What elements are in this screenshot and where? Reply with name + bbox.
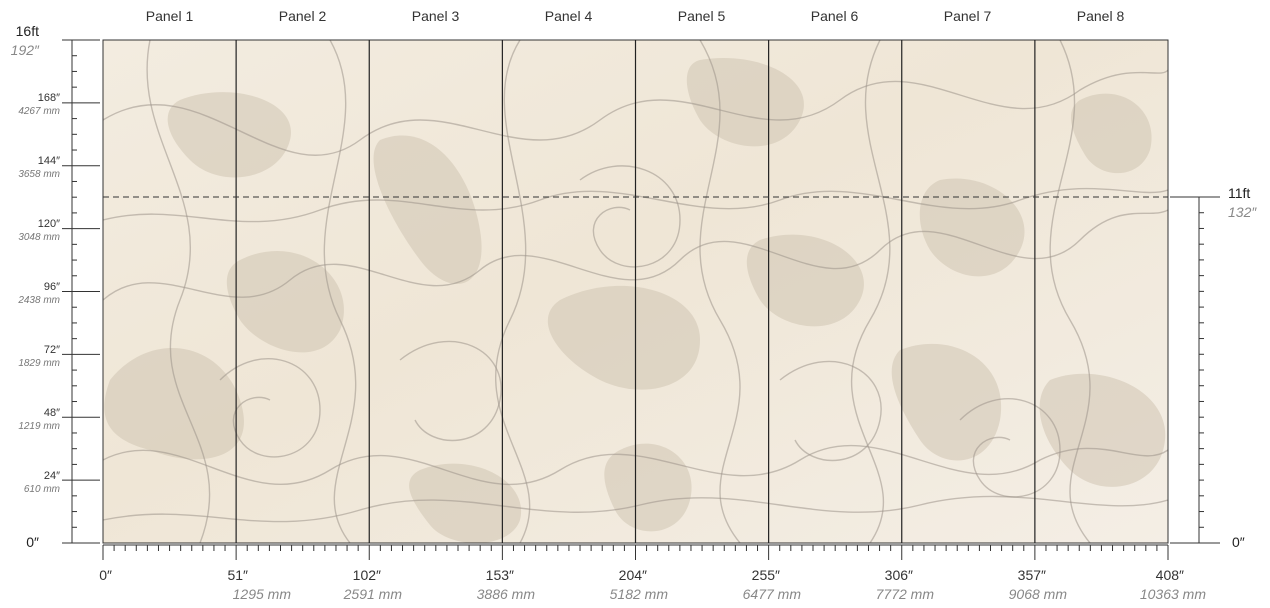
panel-label-8: Panel 8 <box>1076 8 1125 24</box>
bottom-ruler <box>102 544 1169 560</box>
left-tick-in-168: 168″ <box>37 92 60 104</box>
bottom-tick-mm-306: 7772 mm <box>875 586 934 602</box>
panel-label-1: Panel 1 <box>145 8 194 24</box>
panel-label-2: Panel 2 <box>278 8 327 24</box>
bottom-tick-mm-153: 3886 mm <box>476 586 535 602</box>
panel-dividers <box>235 40 1036 543</box>
panel-label-5: Panel 5 <box>677 8 726 24</box>
left-tick-mm-168: 4267 mm <box>18 106 60 117</box>
bottom-tick-in-204: 204″ <box>618 567 647 583</box>
left-tick-in-144: 144″ <box>37 155 60 167</box>
bottom-tick-mm-51: 1295 mm <box>232 586 291 602</box>
panel-label-7: Panel 7 <box>943 8 992 24</box>
left-tick-mm-120: 3048 mm <box>18 232 60 243</box>
left-tick-mm-24: 610 mm <box>23 484 60 495</box>
panel-label-4: Panel 4 <box>544 8 593 24</box>
bottom-tick-in-153: 153″ <box>485 567 514 583</box>
bottom-tick-mm-408: 10363 mm <box>1139 586 1206 602</box>
bottom-tick-in-408: 408″ <box>1155 567 1184 583</box>
panel-label-6: Panel 6 <box>810 8 859 24</box>
left-bottom-label: 0″ <box>26 534 39 550</box>
right-ruler <box>1170 196 1220 544</box>
left-tick-mm-48: 1219 mm <box>18 421 60 432</box>
left-tick-mm-72: 1829 mm <box>18 358 60 369</box>
left-tick-in-96: 96″ <box>43 281 60 293</box>
left-top-inch-label: 192″ <box>10 42 39 58</box>
bottom-tick-mm-204: 5182 mm <box>609 586 668 602</box>
bottom-tick-mm-357: 9068 mm <box>1008 586 1067 602</box>
left-tick-in-48: 48″ <box>43 407 60 419</box>
bottom-tick-in-306: 306″ <box>884 567 913 583</box>
bottom-tick-mm-102: 2591 mm <box>343 586 402 602</box>
left-tick-in-120: 120″ <box>37 218 60 230</box>
bottom-tick-in-255: 255″ <box>751 567 780 583</box>
left-tick-mm-96: 2438 mm <box>18 295 60 306</box>
bottom-start-label: 0″ <box>99 567 112 583</box>
left-top-ft-label: 16ft <box>15 23 39 39</box>
left-tick-in-72: 72″ <box>43 344 60 356</box>
panel-label-3: Panel 3 <box>411 8 460 24</box>
right-top-ft-label: 11ft <box>1228 185 1251 201</box>
bottom-tick-in-357: 357″ <box>1017 567 1046 583</box>
bottom-tick-in-51: 51″ <box>227 567 248 583</box>
right-bottom-label: 0″ <box>1232 534 1245 550</box>
left-tick-mm-144: 3658 mm <box>18 169 60 180</box>
right-top-inch-label: 132″ <box>1228 204 1257 220</box>
left-ruler <box>62 39 100 544</box>
left-tick-in-24: 24″ <box>43 470 60 482</box>
bottom-tick-mm-255: 6477 mm <box>742 586 801 602</box>
bottom-tick-in-102: 102″ <box>352 567 381 583</box>
